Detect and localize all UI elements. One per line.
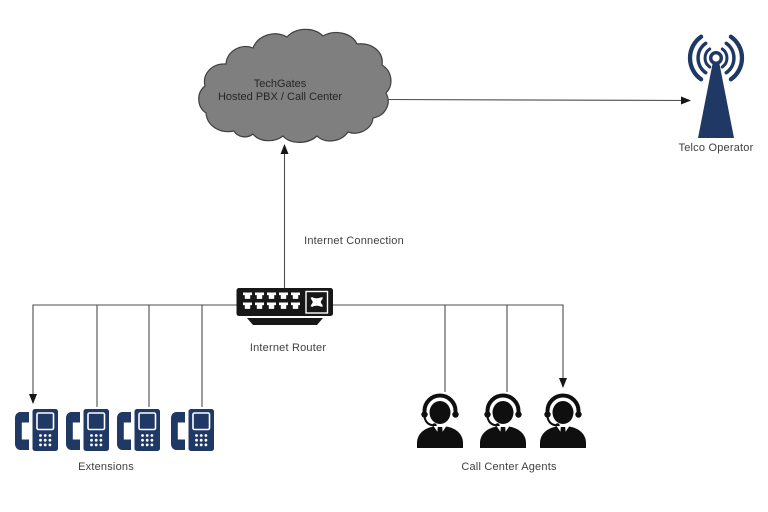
desk-phone-icon [170,408,215,452]
cloud-icon [198,28,392,143]
call-center-agent-icon [415,393,465,450]
desk-phone-icon [14,408,59,452]
call-center-agent-icon [538,393,588,450]
cloud-label-line1: TechGates [253,78,307,90]
call-center-agents-label: Call Center Agents [461,461,557,473]
extensions-label: Extensions [78,461,134,473]
connector-router-to-agent-3 [333,304,567,388]
internet-router-label: Internet Router [249,342,327,354]
connector-cloud-to-telco [385,96,691,105]
call-center-agent-icon [478,393,528,450]
switch-crossover-icon [305,290,329,314]
desk-phone-icon [116,408,161,452]
router-icon [236,288,333,325]
cloud-label-line2: Hosted PBX / Call Center [217,91,343,103]
internet-connection-label: Internet Connection [304,235,404,247]
desk-phone-icon [65,408,110,452]
cell-tower-icon [687,34,745,138]
telco-operator-label: Telco Operator [678,142,754,154]
cloud-label: TechGates Hosted PBX / Call Center [218,78,342,104]
connector-router-to-extension-1 [29,304,237,404]
